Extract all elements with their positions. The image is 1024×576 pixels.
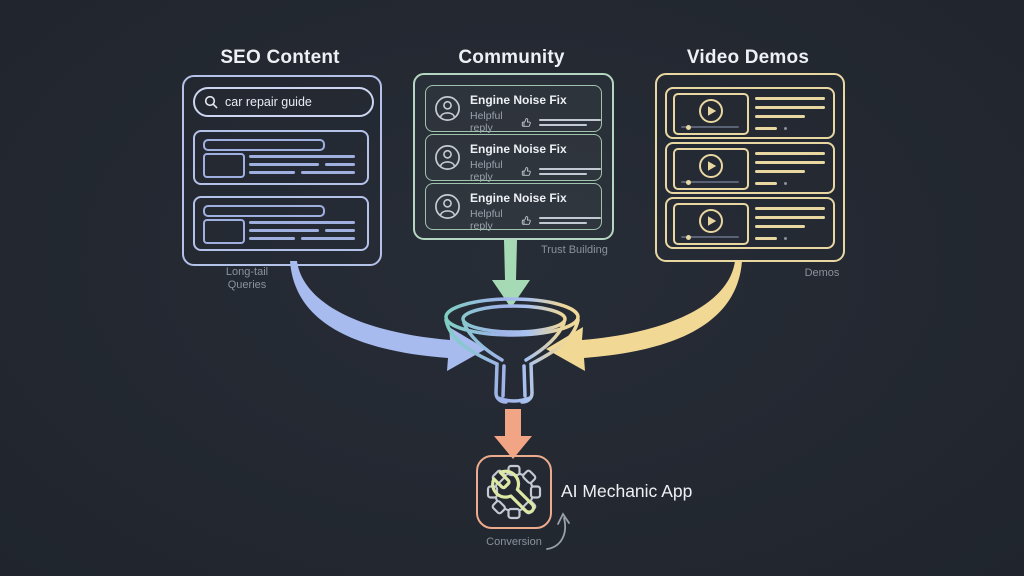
funnel-to-app-arrow xyxy=(494,409,532,459)
community-caption: Trust Building xyxy=(541,244,608,256)
reply-placeholder-lines xyxy=(539,167,601,175)
thumbs-up-icon xyxy=(521,166,531,176)
video-panel-title: Video Demos xyxy=(686,47,810,68)
post-title: Engine Noise Fix xyxy=(470,191,567,205)
reply-label: Helpful reply xyxy=(470,208,503,232)
result-thumbnail xyxy=(203,219,245,244)
play-icon xyxy=(699,154,723,178)
progress-bar xyxy=(681,126,739,128)
progress-dot xyxy=(686,179,691,185)
video-demos-panel xyxy=(655,73,845,262)
video-caption: Demos xyxy=(804,267,840,279)
post-title: Engine Noise Fix xyxy=(470,93,567,107)
app-label: AI Mechanic App xyxy=(561,481,693,501)
avatar-icon xyxy=(435,145,460,170)
search-query-text: car repair guide xyxy=(225,95,312,109)
video-thumbnail xyxy=(673,93,749,135)
video-thumbnail xyxy=(673,203,749,245)
progress-dot xyxy=(686,234,691,240)
video-row xyxy=(665,142,835,194)
funnel-icon xyxy=(444,297,580,404)
progress-bar xyxy=(681,181,739,183)
result-title-bar xyxy=(203,139,325,151)
gear-icon xyxy=(486,464,542,520)
conversion-caption: Conversion xyxy=(486,536,542,548)
seo-to-funnel-arrow xyxy=(290,261,486,371)
seo-caption: Long-tail Queries xyxy=(225,266,269,291)
video-row xyxy=(665,87,835,139)
video-row xyxy=(665,197,835,249)
reply-label: Helpful reply xyxy=(470,110,503,134)
search-icon xyxy=(204,95,218,109)
video-thumbnail xyxy=(673,148,749,190)
community-post-card: Engine Noise Fix Helpful reply xyxy=(425,183,602,232)
video-to-funnel-arrow xyxy=(546,261,742,371)
ai-mechanic-app-icon xyxy=(476,455,552,529)
play-icon xyxy=(699,99,723,123)
reply-placeholder-lines xyxy=(539,118,601,126)
reply-placeholder-lines xyxy=(539,216,601,224)
community-panel-title: Community xyxy=(458,47,565,68)
progress-bar xyxy=(681,236,739,238)
progress-dot xyxy=(686,124,691,130)
community-post-card: Engine Noise Fix Helpful reply xyxy=(425,134,602,183)
avatar-icon xyxy=(435,96,460,121)
search-input: car repair guide xyxy=(193,87,374,117)
seo-content-panel: car repair guide xyxy=(182,75,382,266)
seo-result-card xyxy=(193,130,369,185)
reply-label: Helpful reply xyxy=(470,159,503,183)
thumbs-up-icon xyxy=(521,117,531,127)
wrench-icon xyxy=(491,469,536,514)
play-icon xyxy=(699,209,723,233)
result-thumbnail xyxy=(203,153,245,178)
seo-result-card xyxy=(193,196,369,251)
seo-panel-title: SEO Content xyxy=(220,47,340,68)
community-to-funnel-arrow xyxy=(492,240,530,308)
community-panel: Engine Noise Fix Helpful reply Engine No… xyxy=(413,73,614,240)
result-title-bar xyxy=(203,205,325,217)
thumbs-up-icon xyxy=(521,215,531,225)
avatar-icon xyxy=(435,194,460,219)
post-title: Engine Noise Fix xyxy=(470,142,567,156)
community-post-card: Engine Noise Fix Helpful reply xyxy=(425,85,602,134)
